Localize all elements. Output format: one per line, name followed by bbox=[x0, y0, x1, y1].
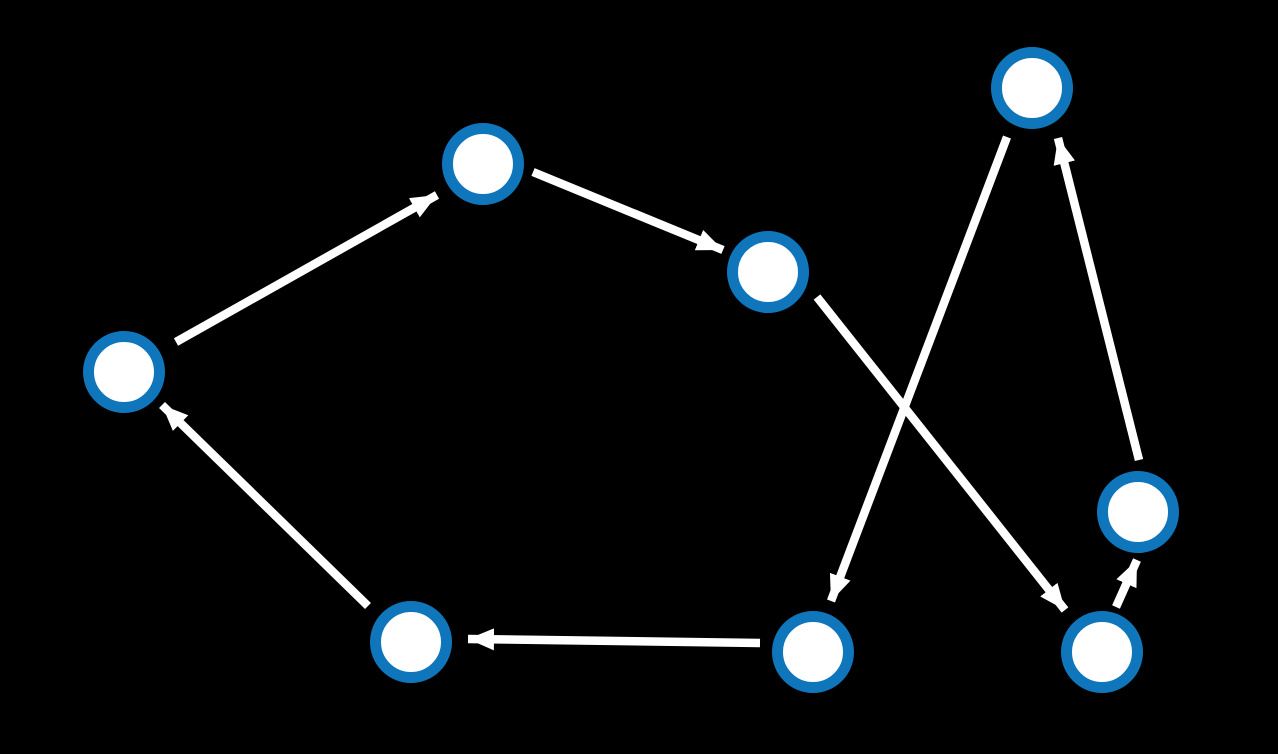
node-left bbox=[83, 331, 165, 413]
node-middle bbox=[727, 231, 809, 313]
node-bottom-right bbox=[1061, 611, 1143, 693]
edge-bottom-middle-to-bottom-left bbox=[467, 628, 761, 651]
edge-right-to-top-right bbox=[1053, 136, 1144, 462]
node-right bbox=[1097, 471, 1179, 553]
node-top-right bbox=[991, 47, 1073, 129]
edge-bottom-right-to-right bbox=[1112, 558, 1141, 609]
edge-top-middle-to-middle bbox=[531, 168, 725, 254]
edge-bottom-left-to-left bbox=[159, 401, 371, 610]
edge-middle-to-bottom-right bbox=[813, 294, 1069, 613]
edge-top-right-to-bottom-middle bbox=[827, 135, 1011, 603]
node-top-middle bbox=[442, 123, 524, 205]
edge-left-to-top-middle bbox=[173, 191, 440, 346]
node-bottom-left bbox=[370, 601, 452, 683]
node-bottom-middle bbox=[772, 611, 854, 693]
